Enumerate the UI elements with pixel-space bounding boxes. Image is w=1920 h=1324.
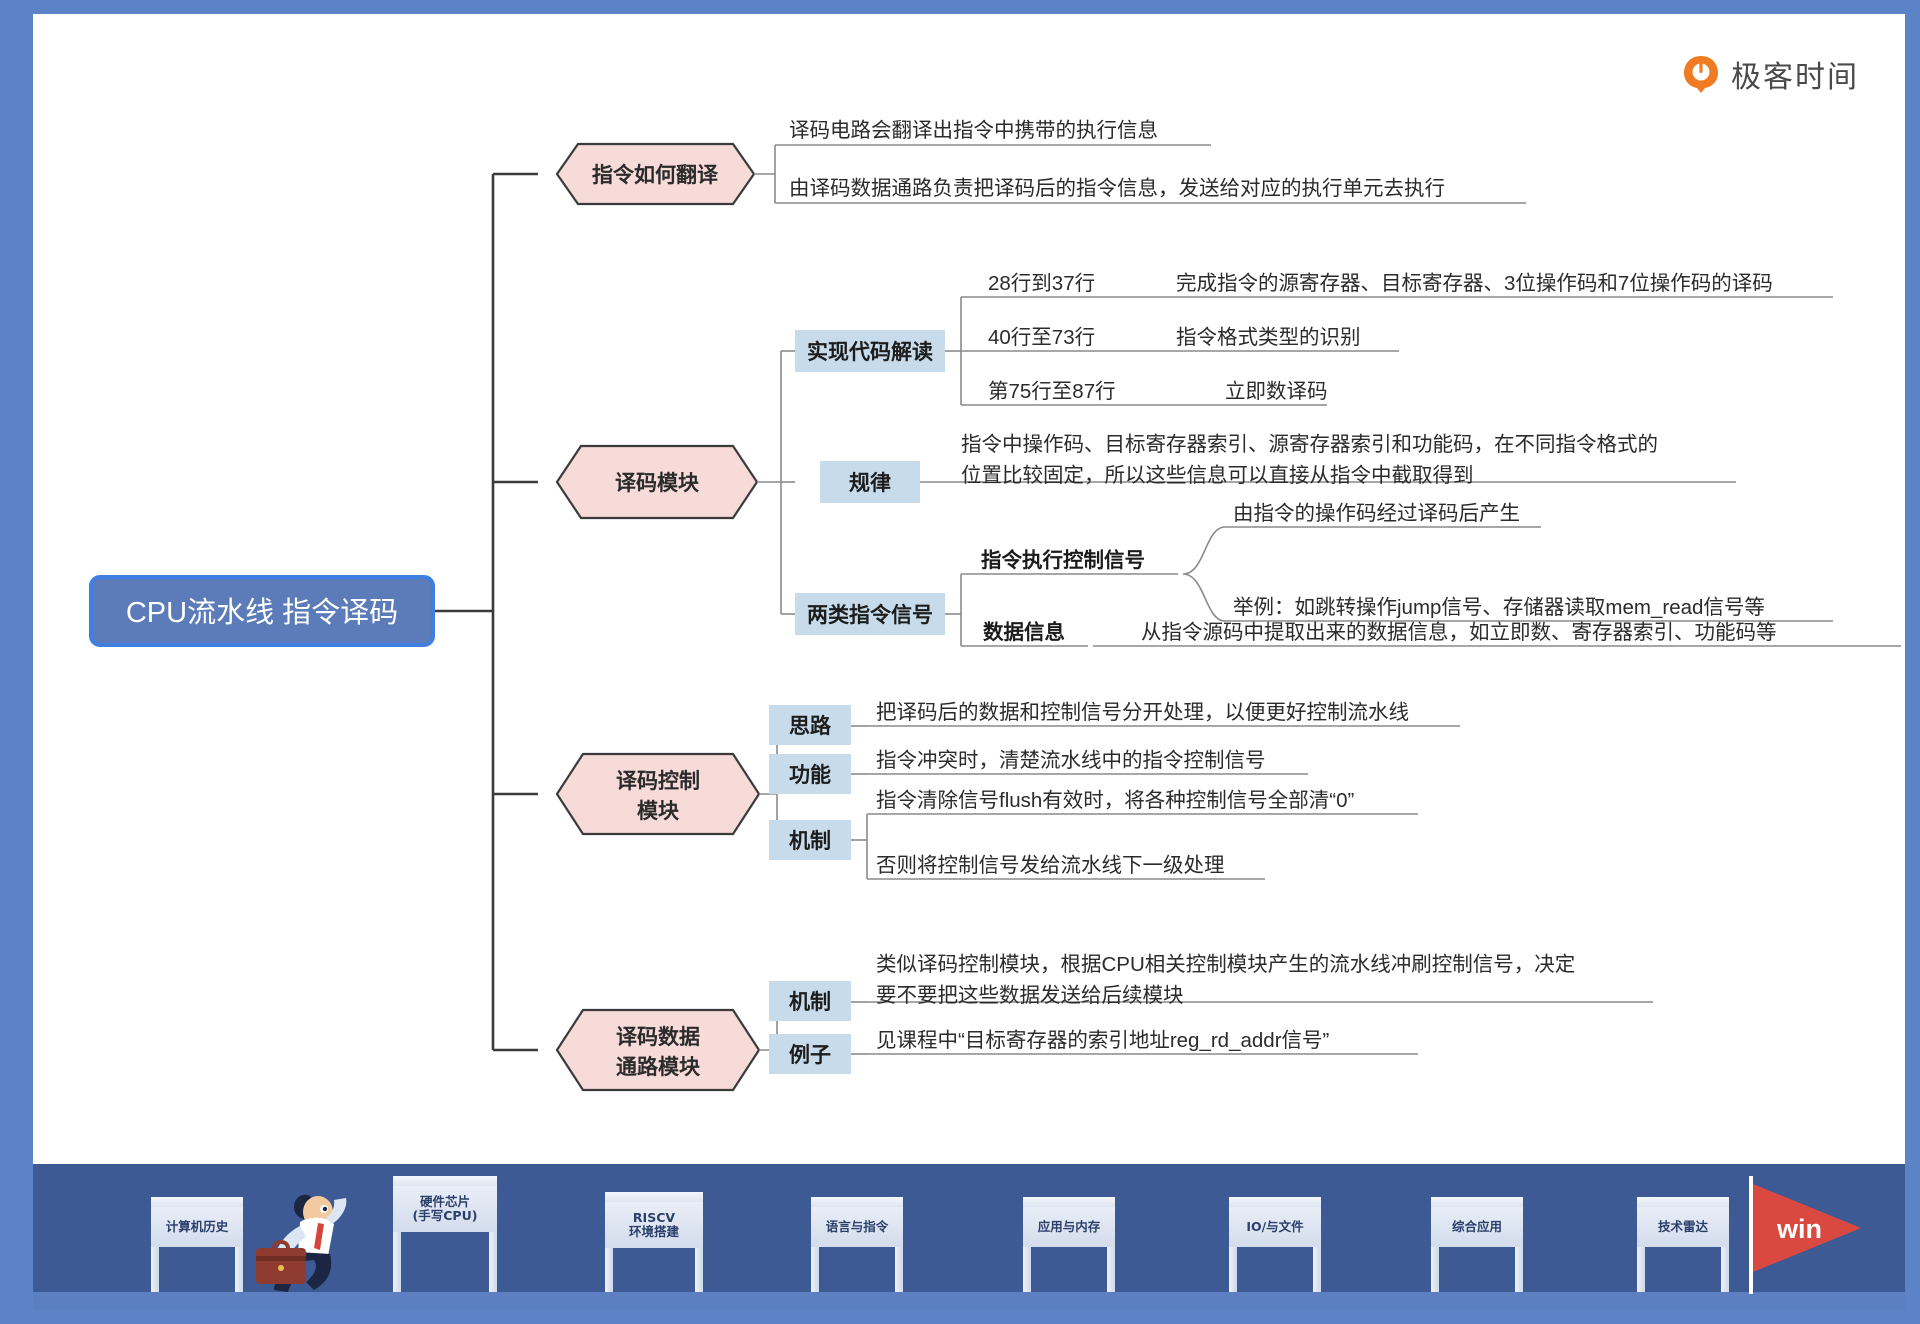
pattern-line-0: 指令中操作码、目标寄存器索引、源寄存器索引和功能码，在不同指令格式的 [961,433,1658,456]
geek-time-logo-icon [1681,54,1721,94]
branch-decode-datapath-title-1: 译码数据 [616,1026,700,1049]
label-pattern [820,461,920,503]
hurdle-2-label: RISCV 环境搭建 [628,1210,679,1239]
svg-text:机制: 机制 [789,829,831,853]
branch-decode-control-title-2: 模块 [637,799,680,823]
datapath-mech-line-1: 要不要把这些数据发送给后续模块 [876,984,1184,1007]
root-title: CPU流水线 指令译码 [126,596,398,629]
control-mech-row-0: 指令清除信号flush有效时，将各种控制信号全部清“0” [876,789,1355,812]
svg-text:规律: 规律 [849,471,891,495]
branch-decode-datapath-title-2: 通路模块 [616,1055,701,1079]
root-connectors [433,172,538,1052]
svg-text:思路: 思路 [789,714,832,738]
hurdle-0[interactable]: 计算机历史 [151,1197,243,1292]
datapath-mech-line-0: 类似译码控制模块，根据CPU相关控制模块产生的流水线冲刷控制信号，决定 [876,953,1575,976]
code-row-2-desc: 立即数译码 [1225,380,1328,403]
data-info-row-0: 从指令源码中提取出来的数据信息，如立即数、寄存器索引、功能码等 [1141,621,1777,644]
code-row-1-desc: 指令格式类型的识别 [1176,326,1361,349]
label-mechanism [769,820,851,860]
hurdle-2[interactable]: RISCV 环境搭建 [605,1192,703,1292]
svg-text:两类指令信号: 两类指令信号 [807,603,933,627]
code-row-0-key: 28行到37行 [988,272,1095,295]
svg-text:例子: 例子 [789,1043,831,1067]
hurdle-1-label: 硬件芯片 (手写CPU) [412,1194,478,1223]
label-two-signal-types [795,593,945,635]
branch-how-decode-title: 指令如何翻译 [592,163,719,187]
svg-text:实现代码解读: 实现代码解读 [807,340,933,364]
branch-decode-control: 译码控制 模块 思路 把译码后的数据和控制信号分开处理，以便更好控制流水线 功能… [555,701,1460,880]
hurdle-1[interactable]: 硬件芯片 (手写CPU) [393,1176,497,1292]
svg-text:机制: 机制 [789,990,831,1014]
pattern-line-1: 位置比较固定，所以这些信息可以直接从指令中截取得到 [961,464,1474,487]
hurdle-7-label: 技术雷达 [1657,1219,1708,1234]
hurdle-4[interactable]: 应用与内存 [1023,1197,1115,1292]
hurdle-5[interactable]: IO/与文件 [1229,1197,1321,1292]
hurdle-5-label: IO/与文件 [1246,1219,1304,1234]
win-flag-icon: win [1737,1176,1867,1294]
datapath-example-row: 见课程中“目标寄存器的索引地址reg_rd_addr信号” [876,1029,1330,1052]
root-node[interactable]: CPU流水线 指令译码 [89,575,435,647]
code-row-0-desc: 完成指令的源寄存器、目标寄存器、3位操作码和7位操作码的译码 [1176,272,1773,295]
branch-decode-datapath: 译码数据 通路模块 机制 类似译码控制模块，根据CPU相关控制模块产生的流水线冲… [555,953,1653,1092]
control-function-row: 指令冲突时，清楚流水线中的指令控制信号 [876,749,1266,772]
control-mech-row-1: 否则将控制信号发给流水线下一级处理 [876,854,1225,877]
branch-how-decode: 指令如何翻译 译码电路会翻译出指令中携带的执行信息 由译码数据通路负责把译码后的… [555,119,1526,206]
label-function [769,754,851,794]
win-label: win [1776,1214,1822,1244]
label-code-walkthrough [795,330,945,372]
hurdle-7[interactable]: 技术雷达 [1637,1197,1729,1292]
label-example [769,1034,851,1074]
control-idea-row: 把译码后的数据和控制信号分开处理，以便更好控制流水线 [876,701,1409,724]
brand-logo: 极客时间 [1681,52,1859,96]
code-row-2-key: 第75行至87行 [988,380,1116,403]
hurdle-3[interactable]: 语言与指令 [811,1197,903,1292]
how-decode-item-1: 由译码数据通路负责把译码后的指令信息，发送给对应的执行单元去执行 [789,177,1445,200]
code-row-1-key: 40行至73行 [988,326,1095,349]
hurdle-4-label: 应用与内存 [1037,1219,1101,1234]
course-progress-footer: 计算机历史 硬件芯片 (手写CPU) RISCV 环境搭建 语言与指令 [33,1164,1905,1310]
hurdle-3-label: 语言与指令 [825,1219,889,1234]
data-info-title: 数据信息 [983,620,1065,644]
how-decode-item-0: 译码电路会翻译出指令中携带的执行信息 [789,119,1158,142]
branch-decode-control-title-1: 译码控制 [616,769,700,793]
running-businessman-icon [248,1178,378,1298]
branch-decode-module: 译码模块 实现代码解读 28行到37行 完成指令的源寄存器、目标寄存器、3位操作… [555,272,1901,647]
hurdle-6-label: 综合应用 [1451,1219,1502,1234]
mindmap-canvas: 极客时间 .ln{stroke:#8a8a8a;stroke-width:1.6… [33,14,1905,1310]
mindmap-svg: .ln{stroke:#8a8a8a;stroke-width:1.6;fill… [89,119,1901,1092]
exec-ctrl-row-0: 由指令的操作码经过译码后产生 [1233,502,1520,525]
svg-text:功能: 功能 [789,763,831,787]
branch-decode-module-title: 译码模块 [615,471,700,495]
brand-name: 极客时间 [1731,60,1859,95]
label-idea [769,705,851,745]
label-datapath-mechanism [769,981,851,1021]
hurdle-0-label: 计算机历史 [165,1219,229,1234]
hurdle-6[interactable]: 综合应用 [1431,1197,1523,1292]
exec-ctrl-row-1: 举例：如跳转操作jump信号、存储器读取mem_read信号等 [1233,596,1765,619]
ground-strip [33,1292,1905,1310]
exec-ctrl-signal-title: 指令执行控制信号 [981,548,1145,572]
